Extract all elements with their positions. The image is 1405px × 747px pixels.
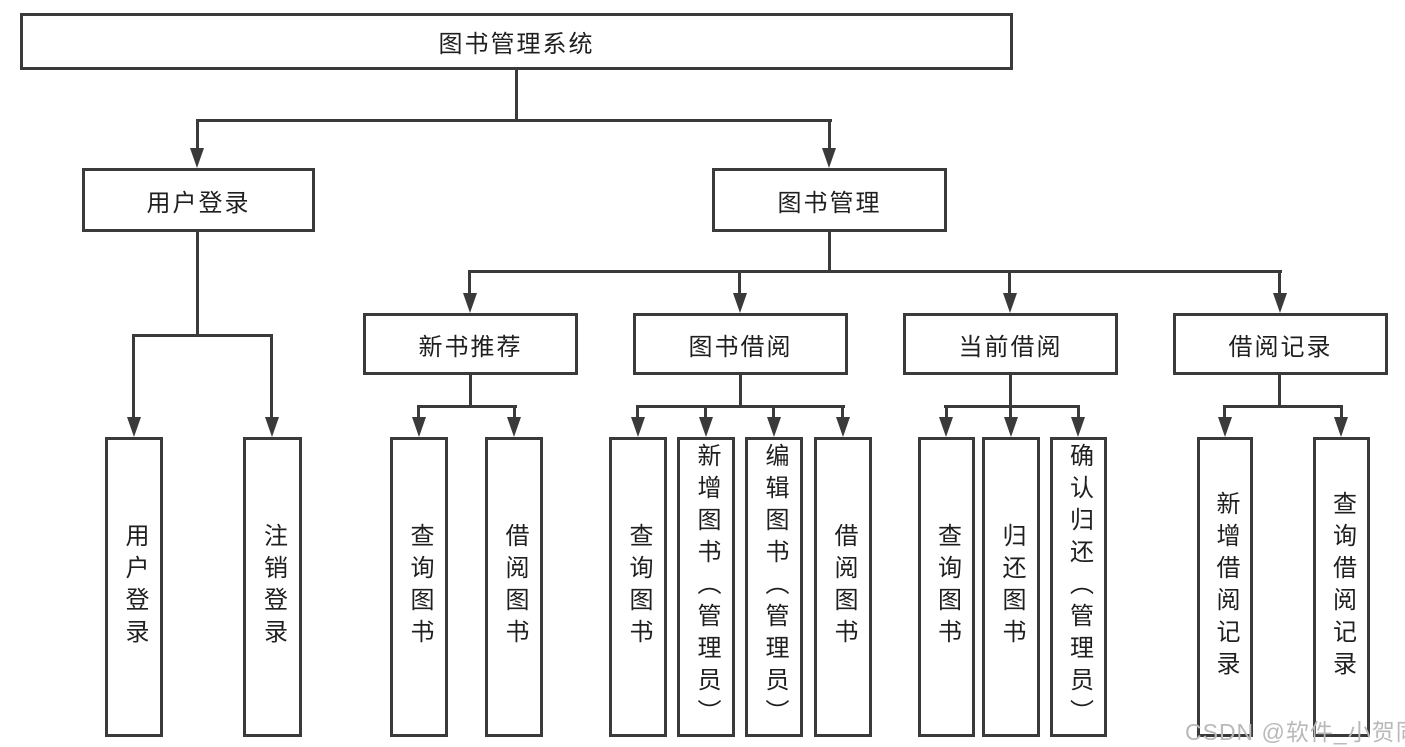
connector-line (1278, 270, 1281, 298)
connector-line (772, 405, 775, 420)
arrow-down-icon (463, 293, 477, 313)
arrow-down-icon (1218, 417, 1232, 437)
connector-line (739, 375, 742, 407)
connector-line (1340, 405, 1343, 420)
connector-line (196, 119, 199, 152)
arrow-down-icon (127, 417, 141, 437)
arrow-down-icon (265, 417, 279, 437)
arrow-down-icon (939, 417, 953, 437)
connector-line (945, 405, 948, 420)
connector-line (1009, 375, 1012, 407)
connector-line (636, 405, 845, 408)
leaf-label: 新增借阅记录 (1212, 491, 1239, 683)
leaf-query-books-1: 查询图书 (390, 437, 448, 737)
leaf-edit-book-admin: 编辑图书（管理员） (745, 437, 803, 737)
arrow-down-icon (412, 417, 426, 437)
arrow-down-icon (699, 417, 713, 437)
leaf-label: 注销登录 (259, 523, 287, 651)
connector-line (1008, 270, 1011, 298)
leaf-logout: 注销登录 (243, 437, 302, 737)
node-new-book-recommend: 新书推荐 (363, 313, 578, 375)
arrow-down-icon (1003, 293, 1017, 313)
leaf-add-book-admin: 新增图书（管理员） (677, 437, 735, 737)
leaf-query-borrow-record: 查询借阅记录 (1313, 437, 1370, 737)
arrow-down-icon (1334, 417, 1348, 437)
connector-line (828, 119, 831, 152)
connector-line (841, 405, 844, 420)
connector-line (132, 334, 273, 337)
node-user-login: 用户登录 (82, 168, 315, 232)
connector-line (1278, 375, 1281, 407)
arrow-down-icon (631, 417, 645, 437)
arrow-down-icon (836, 417, 850, 437)
connector-line (944, 405, 1080, 408)
connector-line (1009, 405, 1012, 420)
arrow-down-icon (1004, 417, 1018, 437)
connector-line (132, 334, 135, 420)
arrow-down-icon (1071, 417, 1085, 437)
leaf-borrow-books-2: 借阅图书 (814, 437, 872, 737)
leaf-borrow-books-1: 借阅图书 (485, 437, 543, 737)
leaf-user-login: 用户登录 (105, 437, 163, 737)
connector-line (704, 405, 707, 420)
connector-line (196, 119, 832, 122)
leaf-label: 查询图书 (625, 523, 652, 651)
leaf-label: 查询图书 (933, 523, 961, 651)
csdn-watermark: CSDN @软件_小贺同学 (1185, 719, 1405, 745)
node-current-borrowing: 当前借阅 (903, 313, 1118, 375)
arrow-down-icon (1273, 293, 1287, 313)
leaf-return-book: 归还图书 (982, 437, 1040, 737)
leaf-label: 确认归还（管理员） (1065, 443, 1093, 731)
leaf-label: 归还图书 (998, 523, 1025, 651)
connector-line (196, 232, 199, 337)
leaf-query-books-2: 查询图书 (609, 437, 667, 737)
arrow-down-icon (767, 417, 781, 437)
leaf-label: 新增图书（管理员） (693, 443, 720, 731)
connector-line (738, 270, 741, 298)
connector-line (513, 405, 516, 420)
connector-line (828, 232, 831, 272)
connector-line (417, 405, 517, 408)
connector-line (1077, 405, 1080, 420)
leaf-label: 借阅图书 (830, 523, 857, 651)
leaf-label: 查询图书 (406, 523, 433, 651)
node-library-management-system: 图书管理系统 (20, 13, 1013, 70)
node-book-borrowing: 图书借阅 (633, 313, 848, 375)
connector-line (468, 270, 1282, 273)
arrow-down-icon (190, 148, 204, 168)
leaf-label: 用户登录 (121, 523, 148, 651)
connector-line (469, 375, 472, 407)
node-borrowing-records: 借阅记录 (1173, 313, 1388, 375)
arrow-down-icon (733, 293, 747, 313)
connector-line (515, 69, 518, 120)
leaf-confirm-return-admin: 确认归还（管理员） (1050, 437, 1107, 737)
connector-line (636, 405, 639, 420)
leaf-query-books-3: 查询图书 (918, 437, 975, 737)
leaf-label: 借阅图书 (501, 523, 528, 651)
arrow-down-icon (507, 417, 521, 437)
connector-line (1223, 405, 1343, 408)
leaf-label: 编辑图书（管理员） (761, 443, 788, 731)
connector-line (270, 334, 273, 420)
node-book-management: 图书管理 (712, 168, 947, 232)
leaf-add-borrow-record: 新增借阅记录 (1197, 437, 1253, 737)
connector-line (417, 405, 420, 420)
connector-line (468, 270, 471, 298)
leaf-label: 查询借阅记录 (1328, 491, 1356, 683)
connector-line (1223, 405, 1226, 420)
arrow-down-icon (822, 148, 836, 168)
